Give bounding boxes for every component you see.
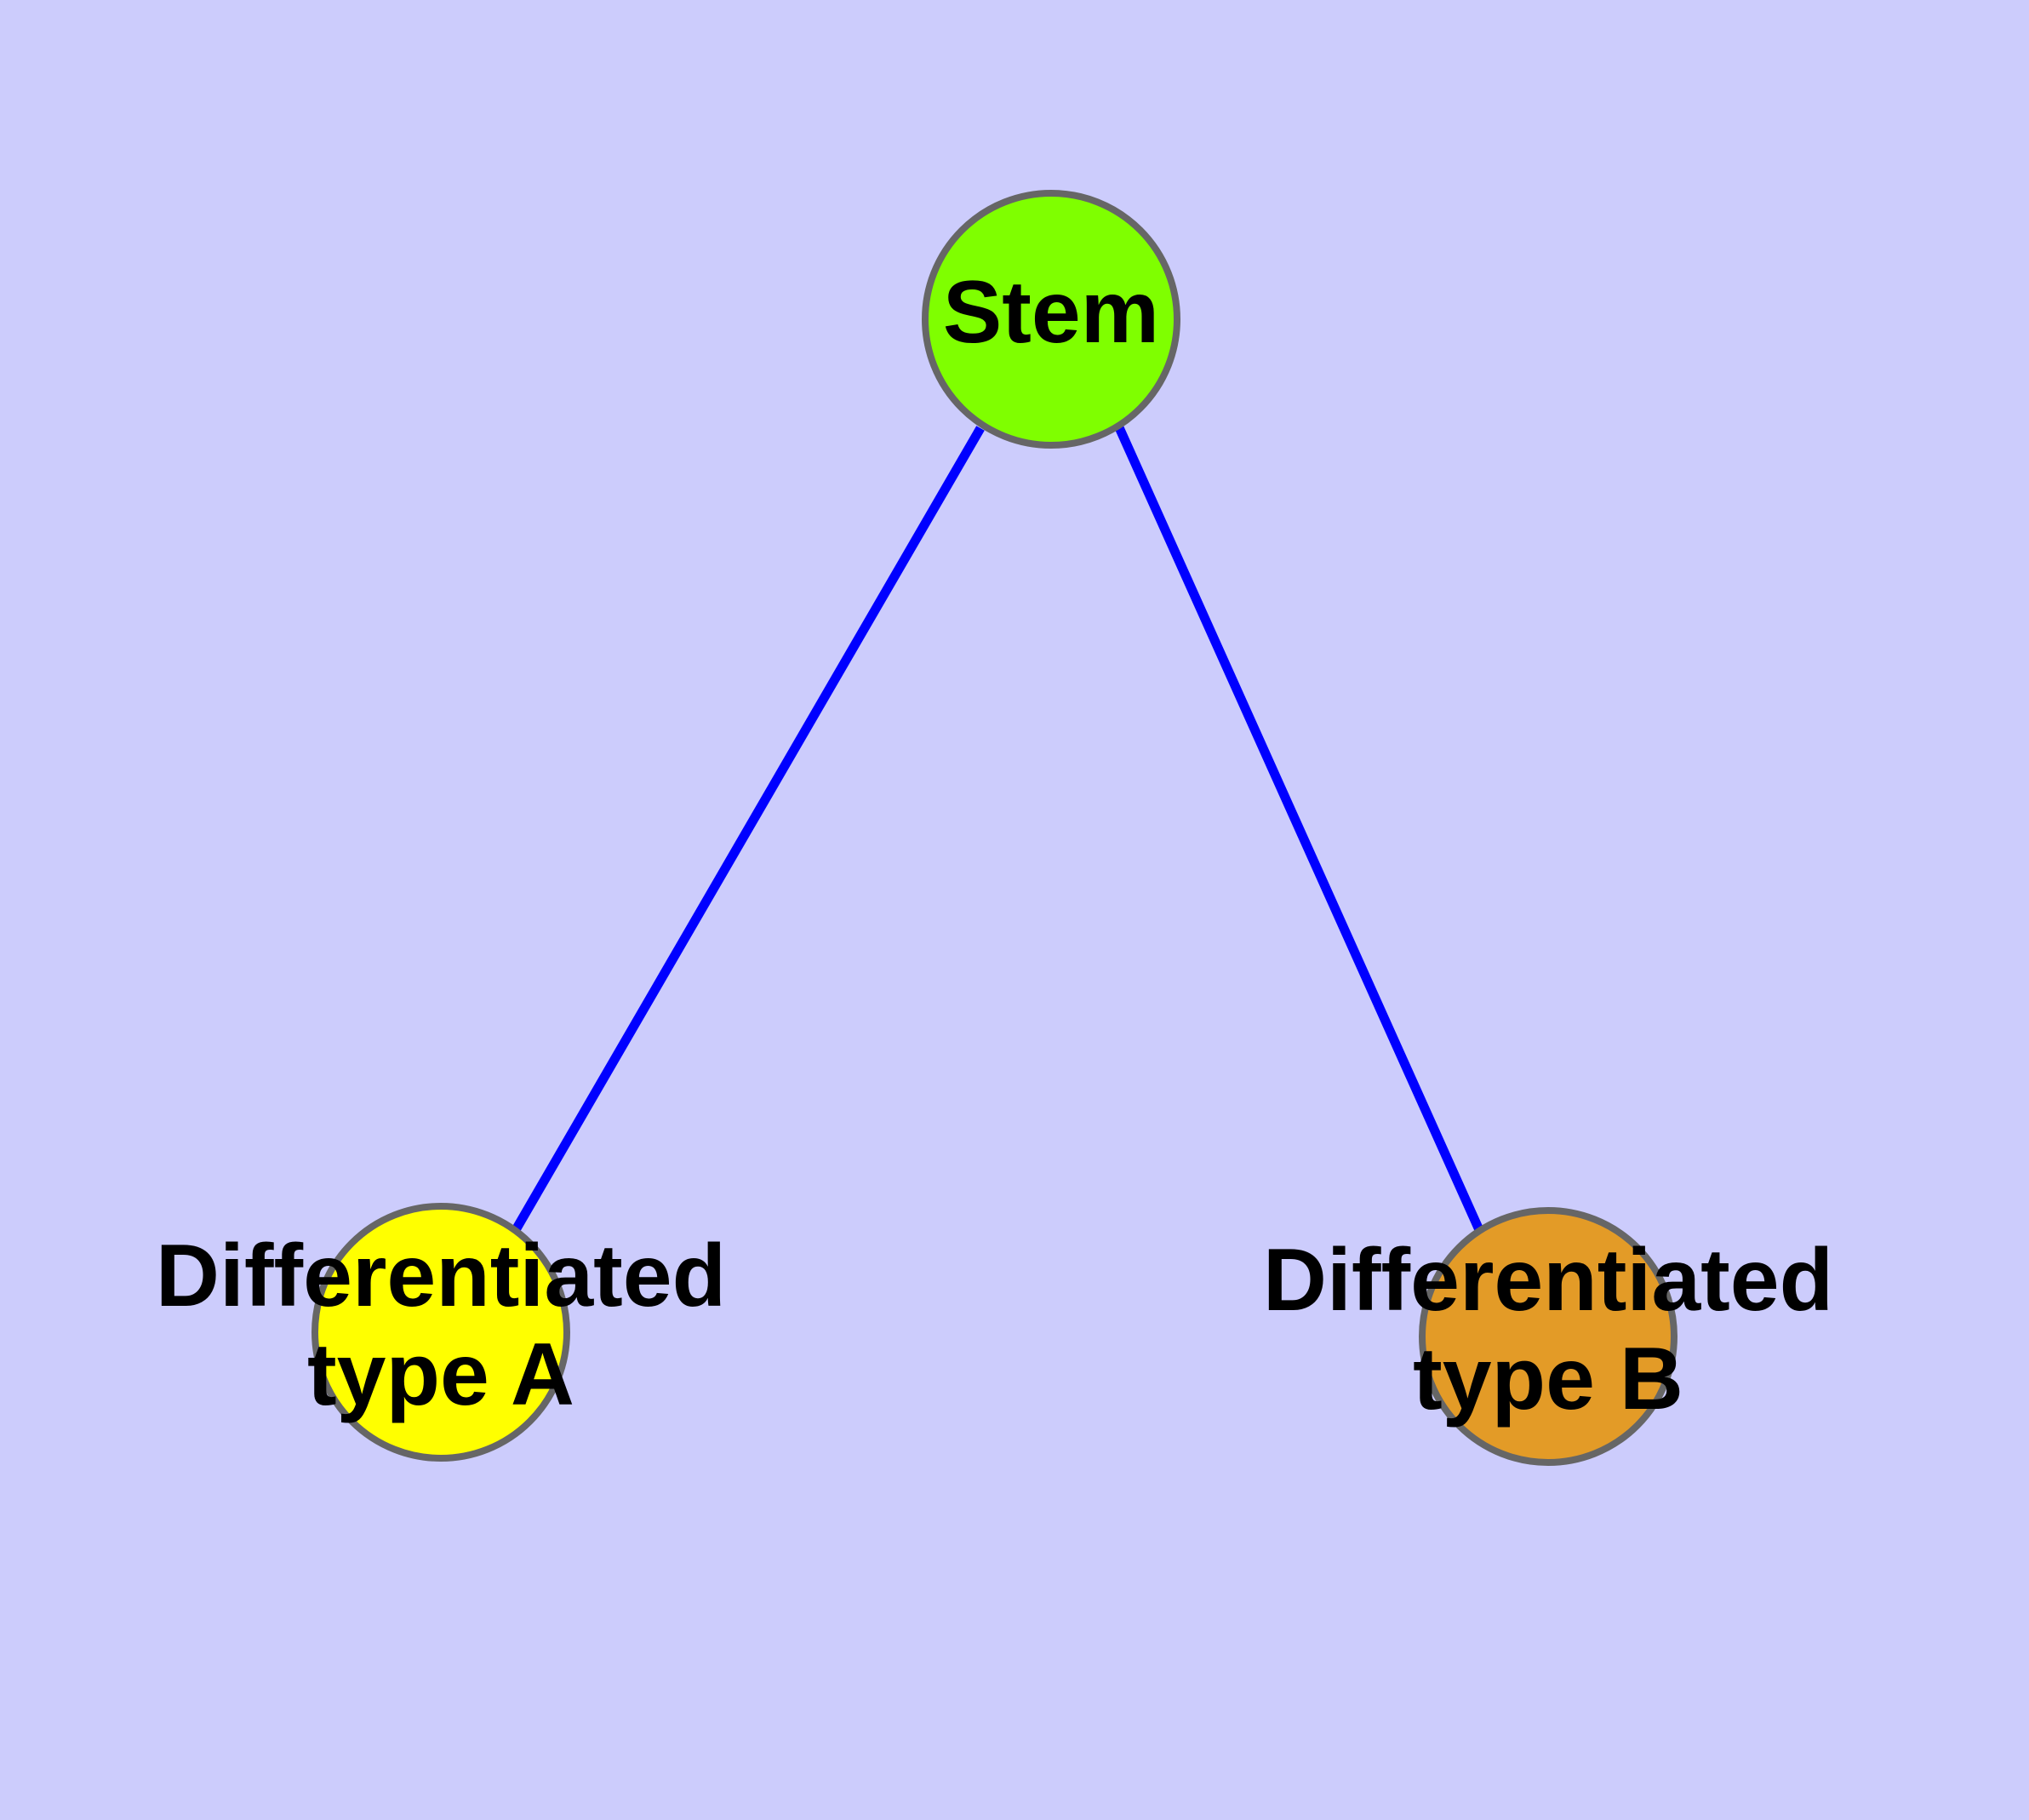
node-label-line: Stem	[943, 263, 1159, 362]
node-label-line: type B	[1413, 1331, 1683, 1429]
nodes-layer	[311, 190, 1677, 1466]
node-label-line: Differentiated	[156, 1227, 726, 1325]
edge-stem-to-differentiated-type-a[interactable]	[512, 426, 985, 1231]
node-label-line: Differentiated	[1263, 1231, 1833, 1330]
node-differentiated-type-a[interactable]	[311, 1203, 570, 1462]
node-differentiated-type-a-circle[interactable]	[311, 1203, 570, 1462]
node-label-line: type A	[307, 1326, 574, 1425]
node-stem[interactable]	[922, 190, 1180, 449]
node-differentiated-type-b[interactable]	[1419, 1207, 1677, 1466]
edges-layer	[512, 423, 1485, 1234]
edge-stem-to-differentiated-type-b[interactable]	[1113, 423, 1485, 1234]
node-stem-circle[interactable]	[922, 190, 1180, 449]
node-differentiated-type-b-circle[interactable]	[1419, 1207, 1677, 1466]
node-stem-label: Stem	[943, 263, 1159, 362]
